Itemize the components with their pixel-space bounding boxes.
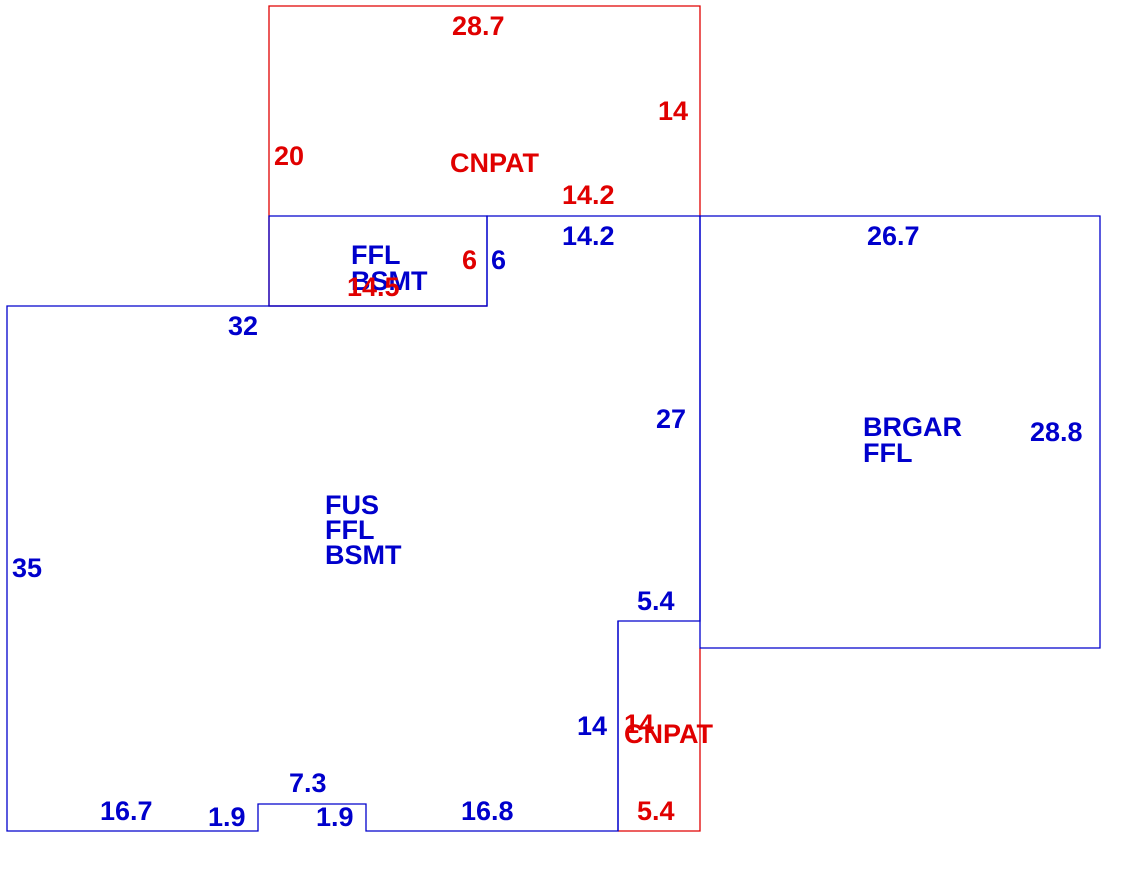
garage-top-dimension: 26.7 bbox=[867, 221, 920, 251]
upper-section-right-dimension: 6 bbox=[491, 245, 506, 275]
top-patio-bottom-dimension: 14.2 bbox=[562, 180, 615, 210]
upper-section-top-dimension: 14.2 bbox=[562, 221, 615, 251]
upper-section-label-ffl: FFL bbox=[351, 240, 400, 270]
garage-outline bbox=[699, 215, 1101, 649]
main-notch-right-dimension: 1.9 bbox=[316, 802, 354, 832]
main-bottom-right-dimension: 16.8 bbox=[461, 796, 514, 826]
main-top-dimension: 32 bbox=[228, 311, 258, 341]
main-left-dimension: 35 bbox=[12, 553, 42, 583]
garage-label-brgar: BRGAR bbox=[863, 412, 962, 442]
top-patio-lower-dimension: 14.5 bbox=[347, 272, 400, 302]
bottom-patio-left-dimension: 14 bbox=[624, 709, 654, 739]
main-cutout-top-dimension: 5.4 bbox=[637, 586, 675, 616]
top-patio-top-dimension: 28.7 bbox=[452, 11, 505, 41]
garage-label-ffl: FFL bbox=[863, 438, 912, 468]
top-patio-right-dimension: 14 bbox=[658, 96, 688, 126]
top-patio-left-dimension: 20 bbox=[274, 141, 304, 171]
top-patio-label: CNPAT bbox=[450, 148, 539, 178]
main-label-bsmt: BSMT bbox=[325, 540, 402, 570]
top-patio-inner-dimension: 6 bbox=[462, 245, 477, 275]
upper-section-label-bsmt: BSMT bbox=[351, 266, 428, 296]
main-right-dimension: 27 bbox=[656, 404, 686, 434]
top-patio-outline bbox=[268, 5, 701, 216]
main-bottom-left-dimension: 16.7 bbox=[100, 796, 153, 826]
garage-right-dimension: 28.8 bbox=[1030, 417, 1083, 447]
bottom-patio-label: CNPAT bbox=[624, 719, 713, 749]
main-cutout-left-dimension: 14 bbox=[577, 711, 607, 741]
bottom-patio-outline bbox=[618, 648, 701, 832]
main-label-fus: FUS bbox=[325, 490, 379, 520]
bottom-patio-bottom-dimension: 5.4 bbox=[637, 796, 675, 826]
main-notch-top-dimension: 7.3 bbox=[289, 768, 327, 798]
main-label-ffl: FFL bbox=[325, 515, 374, 545]
main-notch-left-dimension: 1.9 bbox=[208, 802, 246, 832]
